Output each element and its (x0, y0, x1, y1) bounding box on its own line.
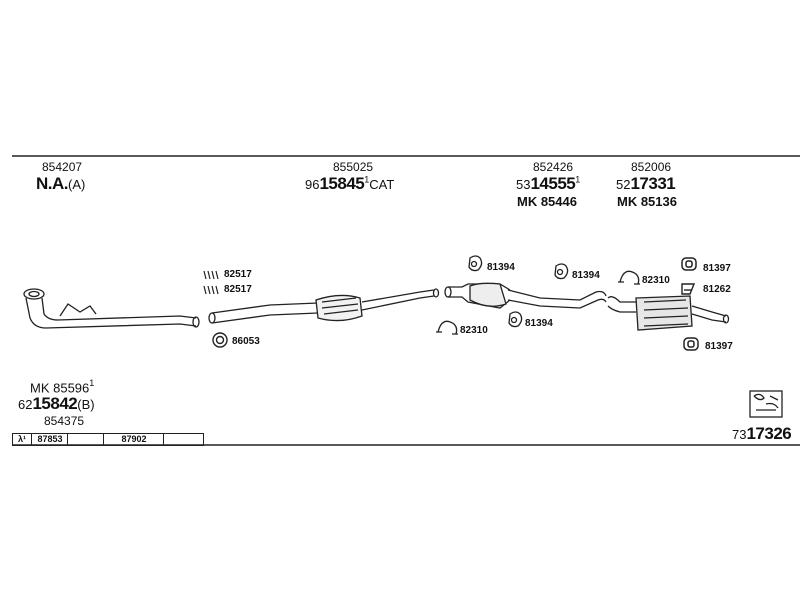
lambda-cell-2: 87902 (103, 434, 164, 445)
u-clamp-82310-b-icon (618, 270, 640, 285)
rubber-mount-81397-a-icon (681, 257, 697, 271)
clamp-82517-a-icon (203, 270, 219, 280)
u-clamp-82310-a-icon (436, 320, 458, 335)
catalyst-pipe-855025 (208, 288, 440, 324)
middle-silencer-ref-prefix: 53 (516, 177, 531, 192)
callout-81397-a: 81397 (703, 263, 731, 274)
callout-81397-b: 81397 (705, 341, 733, 352)
diagram-ref-main: 17326 (746, 424, 792, 443)
lambda-cell-empty-1 (67, 434, 104, 445)
callout-81394-a: 81394 (487, 262, 515, 273)
catalyst-ref-main: 15845 (319, 174, 365, 193)
bottom-left-ref-main: 15842 (32, 394, 78, 413)
hanger-81394-a-icon (468, 255, 483, 272)
rear-silencer-reference: 5217331 (616, 174, 676, 194)
part-number-middle-silencer: 852426 (533, 160, 574, 174)
bottom-left-mk-sup: 1 (89, 378, 95, 388)
catalyst-ref-prefix: 96 (305, 177, 320, 192)
lambda-sensor-strip: λ¹ 87853 87902 (12, 433, 204, 446)
bottom-left-ref-suffix: (B) (77, 397, 95, 412)
diagram-ref-prefix: 73 (732, 427, 747, 442)
callout-81394-c: 81394 (525, 318, 553, 329)
callout-82517-a: 82517 (224, 269, 252, 280)
diagram-reference-icon (749, 390, 783, 418)
bracket-81262-icon (681, 283, 696, 295)
diagram-reference-number: 7317326 (732, 424, 792, 444)
bottom-left-part-number: 854375 (44, 414, 85, 428)
callout-81262: 81262 (703, 284, 731, 295)
bottom-left-mk-text: MK 85596 (30, 380, 90, 396)
callout-82310-b: 82310 (642, 275, 670, 286)
part-number-front-pipe: 854207 (42, 160, 83, 174)
callout-82517-b: 82517 (224, 284, 252, 295)
middle-silencer-ref-main: 14555 (530, 174, 576, 193)
bottom-left-reference: 6215842(B) (18, 394, 95, 414)
hanger-81394-c-icon (508, 311, 523, 328)
catalyst-ref-sup: 1 (364, 174, 370, 185)
middle-silencer-ref-sup: 1 (575, 174, 581, 185)
lambda-symbol: λ¹ (17, 434, 26, 444)
middle-silencer-852426 (444, 282, 607, 309)
middle-silencer-mk: MK 85446 (517, 194, 577, 209)
front-pipe-854207 (23, 288, 200, 329)
gasket-86053-icon (212, 332, 228, 348)
lambda-cell-empty-2 (163, 434, 204, 445)
part-number-rear-silencer: 852006 (631, 160, 672, 174)
front-pipe-note-main: N.A. (36, 174, 69, 193)
front-pipe-note: N.A.(A) (36, 174, 85, 194)
callout-86053: 86053 (232, 336, 260, 347)
clamp-82517-b-icon (203, 285, 219, 295)
rear-silencer-mk: MK 85136 (617, 194, 677, 209)
middle-silencer-reference: 53145551 (516, 174, 580, 194)
rubber-mount-81397-b-icon (683, 337, 699, 351)
lambda-cell-1: 87853 (31, 434, 68, 445)
callout-81394-b: 81394 (572, 270, 600, 281)
rear-silencer-ref-prefix: 52 (616, 177, 631, 192)
rear-silencer-ref-main: 17331 (630, 174, 676, 193)
bottom-left-ref-prefix: 62 (18, 397, 33, 412)
rear-silencer-852006 (607, 295, 730, 331)
front-pipe-note-suffix: (A) (68, 177, 86, 192)
part-number-catalyst: 855025 (333, 160, 374, 174)
bottom-left-mk: MK 855961 (30, 378, 94, 397)
catalyst-reference: 96158451CAT (305, 174, 394, 194)
callout-82310-a: 82310 (460, 325, 488, 336)
hanger-81394-b-icon (554, 263, 569, 280)
catalyst-ref-suffix: CAT (369, 177, 395, 192)
